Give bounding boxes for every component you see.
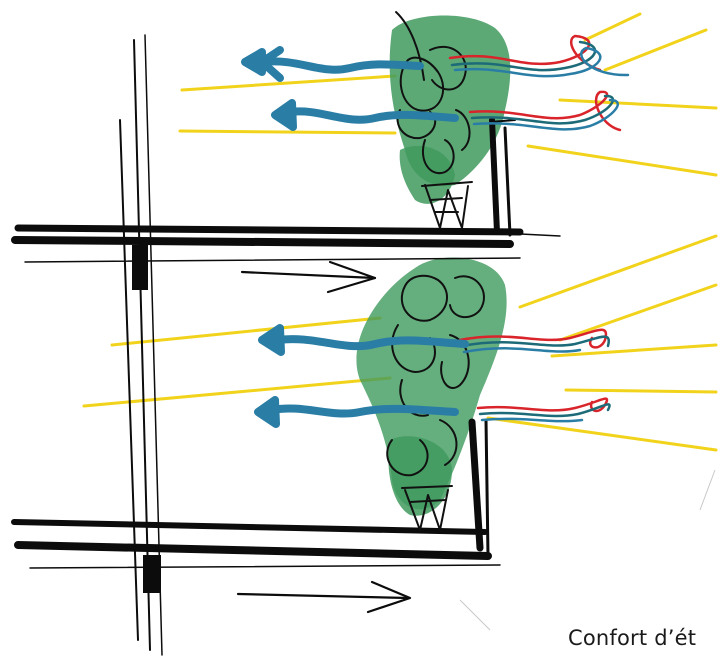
building-structure [11,34,561,656]
sunlight-rays-icon [82,12,718,452]
cool-air-arrow-icon [241,46,469,428]
pencil-marks [459,469,716,631]
plant-outline [386,11,485,531]
caption: Confort d’ét [568,626,697,650]
warm-air-wave-icon [448,34,630,423]
airflow-arrow-icon [236,260,412,614]
